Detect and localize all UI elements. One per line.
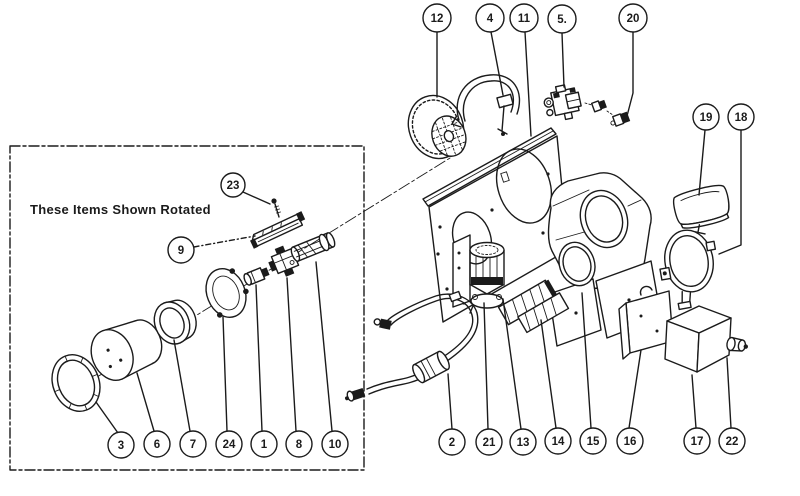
leader-line-15 [581, 292, 592, 429]
svg-text:17: 17 [691, 436, 704, 448]
balloon-21: 21 [475, 428, 503, 456]
screw-item23-drawing [271, 198, 281, 218]
svg-text:10: 10 [329, 439, 342, 451]
svg-text:19: 19 [700, 112, 713, 124]
switch-drawing [543, 84, 582, 121]
tube-item10-drawing [290, 232, 336, 262]
balloon-9: 9 [167, 236, 195, 264]
svg-text:14: 14 [552, 436, 565, 448]
svg-text:18: 18 [735, 112, 748, 124]
leader-line-16 [628, 349, 642, 429]
leader-line-7 [173, 339, 191, 432]
svg-text:16: 16 [624, 436, 637, 448]
leader-line-17 [691, 374, 697, 429]
balloon-22: 22 [718, 427, 746, 455]
leader-line-11 [524, 31, 532, 137]
leader-line-23 [242, 191, 271, 205]
svg-text:20: 20 [627, 13, 640, 25]
inline-filter-drawing [412, 350, 450, 384]
assembly-axis-line [59, 157, 451, 401]
balloon-6: 6 [143, 430, 171, 458]
svg-text:12: 12 [431, 13, 444, 25]
gasket-item24-drawing [205, 268, 249, 318]
svg-text:5.: 5. [557, 14, 567, 26]
collar-ring-item7-drawing [153, 299, 197, 345]
leader-line-19 [698, 129, 706, 196]
leader-line-4 [490, 31, 504, 96]
cover-lid-drawing [673, 184, 730, 235]
rotated-items-note: These Items Shown Rotated [30, 202, 211, 217]
balloon-11: 11 [509, 3, 539, 33]
leader-lines-layer [95, 31, 742, 434]
mounting-bracket-drawing [618, 285, 674, 360]
balloon-23: 23 [220, 172, 246, 198]
balloon-2: 2 [438, 428, 466, 456]
balloon-8: 8 [285, 430, 313, 458]
leader-line-14 [540, 319, 557, 429]
svg-text:7: 7 [190, 439, 196, 451]
balloon-12: 12 [422, 3, 452, 33]
fitting-item1-drawing [243, 267, 270, 286]
clamp-ring-right-drawing [659, 229, 717, 311]
leader-line-2 [447, 373, 453, 430]
balloon-15: 15 [579, 427, 607, 455]
svg-text:13: 13 [517, 437, 530, 449]
slide-bracket-item9-drawing [250, 211, 306, 249]
leader-line-3 [95, 401, 119, 434]
balloon-1: 1 [250, 430, 278, 458]
balloon-5: 5. [547, 4, 577, 34]
leader-line-13 [502, 298, 522, 430]
svg-text:22: 22 [726, 436, 739, 448]
balloon-17: 17 [683, 427, 711, 455]
balloon-4: 4 [475, 3, 505, 33]
leader-line-1 [255, 284, 263, 432]
balloon-7: 7 [179, 430, 207, 458]
balloon-19: 19 [692, 103, 720, 131]
leader-line-21 [483, 302, 489, 430]
motor-drawing [452, 234, 505, 314]
connector-plugs-drawing [584, 99, 631, 127]
balloon-10: 10 [321, 430, 349, 458]
cable-assembly-drawing [344, 290, 479, 402]
leader-line-18 [718, 129, 742, 255]
pump-box-drawing [664, 305, 748, 373]
svg-text:21: 21 [483, 437, 496, 449]
leader-line-10 [315, 261, 333, 432]
rotated-items-box [9, 145, 365, 471]
svg-text:3: 3 [118, 440, 124, 452]
wire-clamp-arch-drawing [451, 74, 521, 136]
balloon-16: 16 [616, 427, 644, 455]
balloon-20: 20 [618, 3, 648, 33]
leader-line-6 [136, 372, 155, 432]
balloon-18: 18 [727, 103, 755, 131]
leader-line-22 [726, 357, 732, 429]
svg-text:24: 24 [223, 439, 236, 451]
svg-text:6: 6 [154, 439, 160, 451]
svg-text:8: 8 [296, 439, 303, 451]
svg-text:15: 15 [587, 436, 600, 448]
svg-text:2: 2 [449, 437, 455, 449]
canister-item6-drawing [90, 319, 163, 381]
balloon-3: 3 [107, 431, 135, 459]
blower-wheel-drawing [407, 94, 467, 160]
balloon-14: 14 [544, 427, 572, 455]
balloon-24: 24 [215, 430, 243, 458]
svg-text:9: 9 [178, 245, 184, 257]
clamp-ring-item3-drawing [51, 354, 101, 412]
blower-housing-drawing [547, 172, 662, 347]
svg-text:11: 11 [518, 13, 531, 25]
svg-text:4: 4 [487, 13, 494, 25]
balloon-13: 13 [509, 428, 537, 456]
louver-bracket-drawing [497, 279, 570, 334]
leader-line-24 [222, 316, 228, 432]
leader-line-9 [193, 235, 256, 248]
svg-text:1: 1 [261, 439, 268, 451]
leader-line-20 [626, 31, 634, 117]
leader-line-8 [286, 277, 297, 432]
svg-text:23: 23 [227, 180, 240, 192]
leader-line-5 [561, 32, 565, 88]
shaft-stub-drawing [726, 336, 748, 352]
